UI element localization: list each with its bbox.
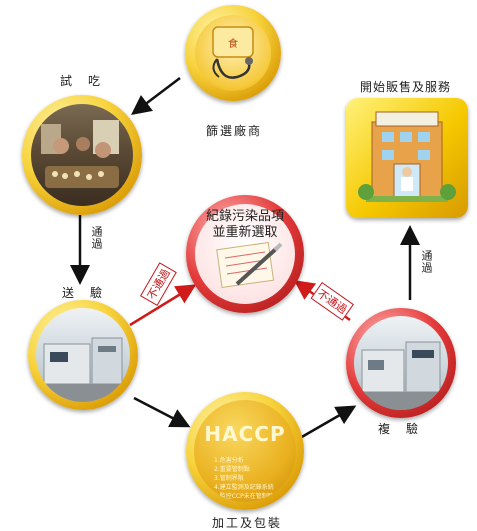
reject-title-line1: 紀錄污染品項 — [205, 209, 284, 224]
node-inspect — [28, 300, 138, 410]
lab-instrument-photo — [36, 308, 130, 402]
node-tasting — [22, 95, 142, 215]
haccp-step: 4.建立監測及記錄系統 — [214, 484, 274, 491]
node-recheck — [346, 308, 456, 418]
recheck-instrument-photo — [354, 316, 448, 410]
node-recheck-label: 複 驗 — [378, 422, 421, 436]
haccp-badge: HACCP 1.危害分析 2.重要管制點 3.管制界限 4.建立監測及記錄系統 … — [194, 400, 296, 502]
edge-pass-2-label: 通過 — [420, 250, 433, 274]
arrow-process-to-recheck — [299, 405, 357, 440]
node-sale-label: 開始販售及服務 — [360, 80, 452, 94]
arrow-inspect-to-process — [133, 396, 191, 428]
node-start-sales — [346, 98, 468, 218]
svg-text:食: 食 — [228, 37, 238, 50]
haccp-step: 5.監控CCP未在管制時的矯正措施 — [214, 493, 292, 500]
haccp-step: 2.重要管制點 — [214, 466, 250, 473]
reject-title-line2: 並重新選取 — [212, 225, 278, 240]
haccp-step: 1.危害分析 — [214, 457, 244, 464]
stethoscope-logo-icon: 食 — [195, 15, 271, 91]
tasting-photo — [31, 104, 133, 206]
haccp-step: 3.管制界限 — [214, 475, 244, 482]
node-process-label: 加工及包裝 — [212, 516, 283, 530]
edge-pass-1-label: 通過 — [90, 226, 103, 250]
node-process-haccp: HACCP 1.危害分析 2.重要管制點 3.管制界限 4.建立監測及記錄系統 … — [186, 392, 304, 510]
node-tasting-label: 試 吃 — [60, 74, 103, 88]
node-screen-vendors-label: 篩選廠商 — [206, 124, 263, 138]
node-screen-vendors: 食 — [185, 5, 281, 101]
node-inspect-label: 送 驗 — [62, 286, 105, 300]
haccp-steps-list: 1.危害分析 2.重要管制點 3.管制界限 4.建立監測及記錄系統 5.監控CC… — [214, 456, 296, 502]
arrow-screen-to-tasting — [131, 77, 181, 116]
store-building-icon — [358, 111, 456, 202]
note-pen-icon — [195, 204, 295, 304]
arrow-inspect-to-reject — [129, 284, 197, 327]
haccp-title: HACCP — [204, 422, 286, 446]
node-reject: 紀錄污染品項 並重新選取 — [186, 195, 304, 313]
